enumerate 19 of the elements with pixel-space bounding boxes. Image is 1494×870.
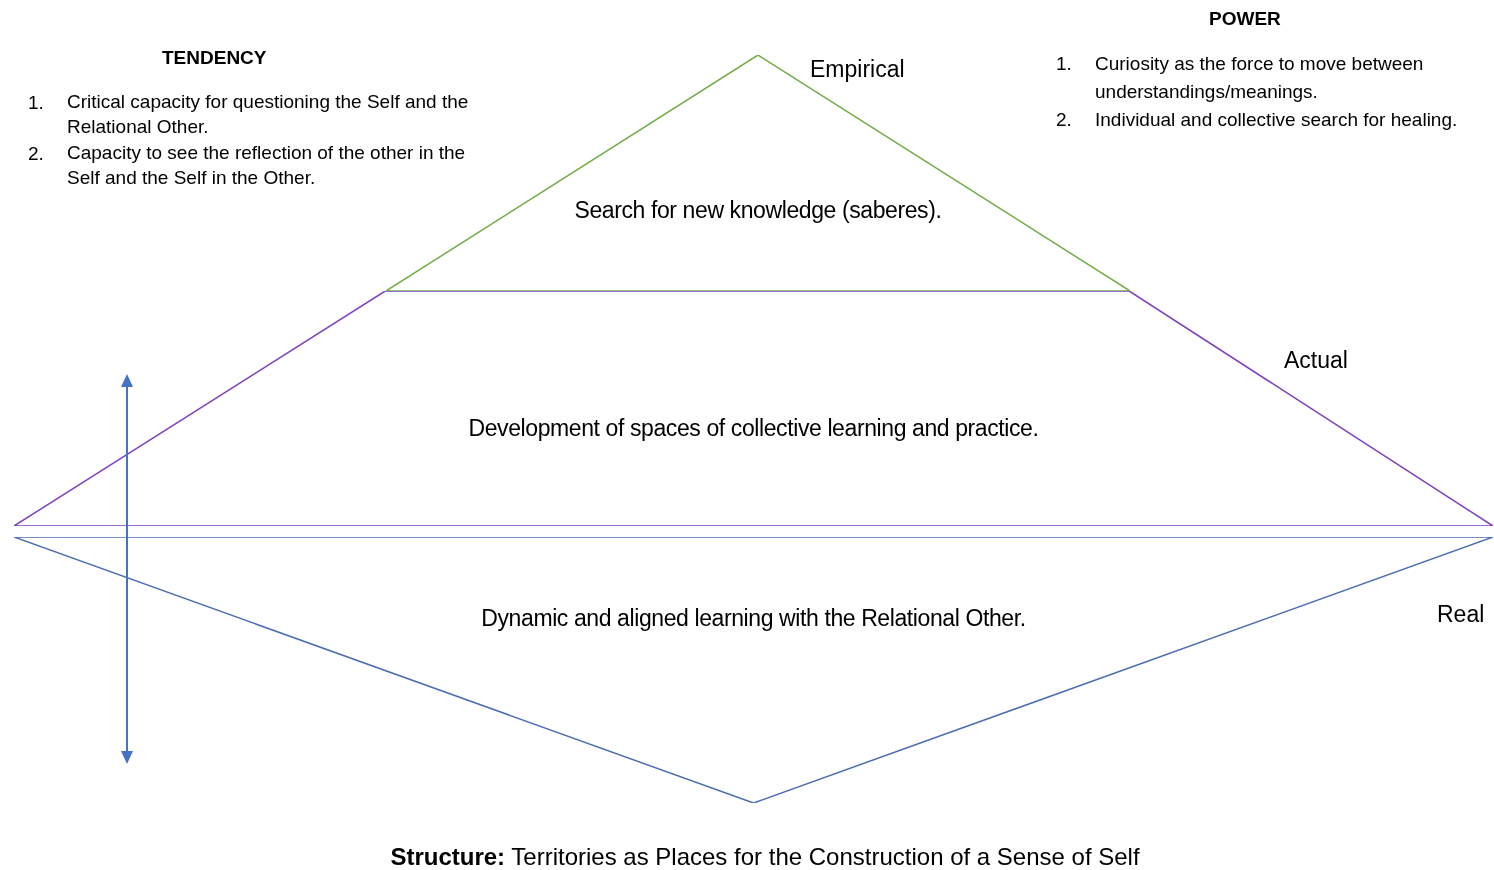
trapezoid-layer <box>14 291 1493 526</box>
list-item: Critical capacity for questioning the Self and the Relational Other. <box>67 90 470 139</box>
caption: Structure: Territories as Places for the Construction of a Sense of Self <box>389 842 1140 870</box>
list-number: 1. <box>28 91 45 115</box>
list-item: Individual and collective search for healing. <box>1095 108 1459 132</box>
layer-description: Dynamic and aligned learning with the Relational Other. <box>481 604 1026 633</box>
list-number: 2. <box>28 142 45 166</box>
layer-description: Development of spaces of collective learning and practice. <box>468 414 1039 443</box>
layer-description: Search for new knowledge (saberes). <box>574 196 942 225</box>
inverted-triangle-layer <box>14 537 1493 803</box>
layer-name: Empirical <box>810 55 905 84</box>
section-heading: TENDENCY <box>162 46 268 70</box>
layer-name: Real <box>1437 600 1485 629</box>
list-item: Capacity to see the reflection of the other in the Self and the Self in the Other. <box>67 141 467 190</box>
list-number: 2. <box>1056 108 1073 132</box>
list-number: 1. <box>1056 52 1073 76</box>
section-heading: POWER <box>1209 7 1282 31</box>
layer-name: Actual <box>1284 346 1348 375</box>
list-item: Curiosity as the force to move between understandings/meanings. <box>1095 52 1425 104</box>
